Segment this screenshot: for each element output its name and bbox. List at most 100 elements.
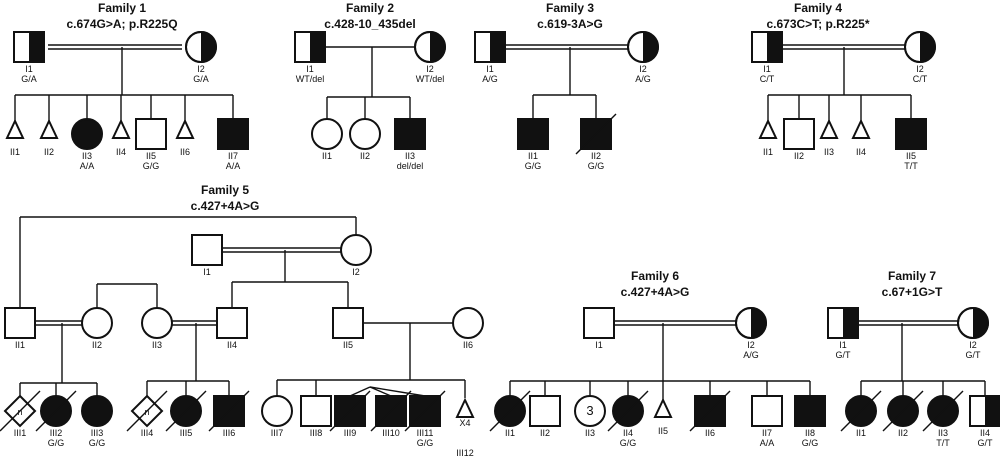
individual-triangle-symbol: II2 — [39, 118, 59, 157]
deceased-slash — [329, 390, 371, 432]
individual-id-label: II4 — [227, 340, 237, 350]
individual-id-label: II7 — [228, 151, 238, 161]
family-7-lines — [858, 320, 986, 396]
genotype-label: G/G — [525, 161, 542, 171]
symbol-inner-label: n — [17, 407, 22, 417]
individual-id-label: II6 — [180, 147, 190, 157]
genotype-label: A/A — [226, 161, 241, 171]
individual-female-symbol: I2 — [340, 234, 372, 277]
individual-id-label: II2 — [898, 428, 908, 438]
deceased-slash — [0, 390, 41, 432]
individual-id-label: II1 — [856, 428, 866, 438]
deceased-slash — [575, 113, 617, 155]
genotype-label: G/T — [836, 350, 852, 360]
symbol-inner-label: 3 — [586, 403, 593, 418]
individual-id-label: II1 — [15, 340, 25, 350]
individual-id-label: II6 — [705, 428, 715, 438]
individual-female-symbol: II1 — [311, 118, 343, 161]
individual-male-symbol: I1 — [191, 234, 223, 277]
deceased-slash — [689, 390, 731, 432]
deceased-slash — [922, 390, 964, 432]
deceased-slash — [208, 390, 250, 432]
individual-female-symbol: II6 — [452, 307, 484, 350]
individual-id-label: III5 — [180, 428, 193, 438]
individual-triangle-symbol: II6 — [175, 118, 195, 157]
individual-triangle-symbol: II3 — [819, 118, 839, 157]
individual-female-symbol: III5 — [165, 390, 207, 438]
individual-male-symbol: II1 — [4, 307, 36, 350]
individual-id-label: I2 — [747, 340, 755, 350]
individual-male-symbol: II4 — [216, 307, 248, 350]
individual-id-label: III11 — [417, 428, 434, 438]
individual-female-symbol: II3 — [141, 307, 173, 350]
individual-male-symbol: II2 — [783, 118, 815, 161]
individual-male-symbol: II2 — [529, 395, 561, 438]
individual-male-symbol: III8 — [300, 395, 332, 438]
individual-id-label: II3 — [152, 340, 162, 350]
individual-id-label: II3 — [82, 151, 92, 161]
individual-triangle-symbol: II1 — [5, 118, 25, 157]
individual-id-label: III3 — [91, 428, 104, 438]
individual-id-label: I1 — [203, 267, 211, 277]
family-7-variant: c.67+1G>T — [882, 285, 943, 299]
individual-male-symbol: I1C/T — [751, 31, 783, 84]
individual-male-symbol: III10 — [370, 390, 412, 438]
family-1-variant: c.674G>A; p.R225Q — [66, 17, 177, 31]
family-4-variant: c.673C>T; p.R225* — [766, 17, 869, 31]
family-2-variant: c.428-10_435del — [324, 17, 415, 31]
individual-id-label: II4 — [116, 147, 126, 157]
genotype-label: C/T — [913, 74, 928, 84]
individual-id-label: II2 — [540, 428, 550, 438]
individual-id-label: II3 — [824, 147, 834, 157]
individual-id-label: II3 — [405, 151, 415, 161]
individual-male-symbol: II6 — [689, 390, 731, 438]
deceased-slash — [882, 390, 924, 432]
individual-id-label: I1 — [595, 340, 603, 350]
individual-triangle-symbol: II5 — [653, 397, 673, 436]
genotype-label: A/G — [635, 74, 651, 84]
individual-id-label: I1 — [486, 64, 494, 74]
individual-id-label: II3 — [938, 428, 948, 438]
symbol-inner-label: n — [144, 407, 149, 417]
individual-id-label: I2 — [197, 64, 205, 74]
family-7-title: Family 7 — [888, 269, 936, 283]
individual-id-label: II4 — [980, 428, 990, 438]
individual-id-label: III10 — [382, 428, 400, 438]
genotype-label: WT/del — [296, 74, 325, 84]
genotype-label: del/del — [397, 161, 424, 171]
individual-female-symbol: I2A/G — [627, 31, 659, 84]
family-3-lines — [502, 44, 628, 119]
individual-male-symbol: I1G/T — [827, 307, 859, 360]
family-1-title: Family 1 — [98, 1, 146, 15]
genotype-label: C/T — [760, 74, 775, 84]
individual-id-label: I2 — [639, 64, 647, 74]
individual-id-label: III4 — [141, 428, 154, 438]
individual-id-label: II3 — [585, 428, 595, 438]
individual-id-label: III6 — [223, 428, 236, 438]
individual-id-label: II2 — [44, 147, 54, 157]
individual-male-symbol: II5 — [332, 307, 364, 350]
individual-male-symbol: III6 — [208, 390, 250, 438]
genotype-label: G/G — [143, 161, 160, 171]
multiplier-label: X4 — [459, 418, 470, 428]
deceased-slash — [126, 390, 168, 432]
individual-id-label: III2 — [50, 428, 63, 438]
individual-id-label: II5 — [906, 151, 916, 161]
individual-id-label: I2 — [426, 64, 434, 74]
